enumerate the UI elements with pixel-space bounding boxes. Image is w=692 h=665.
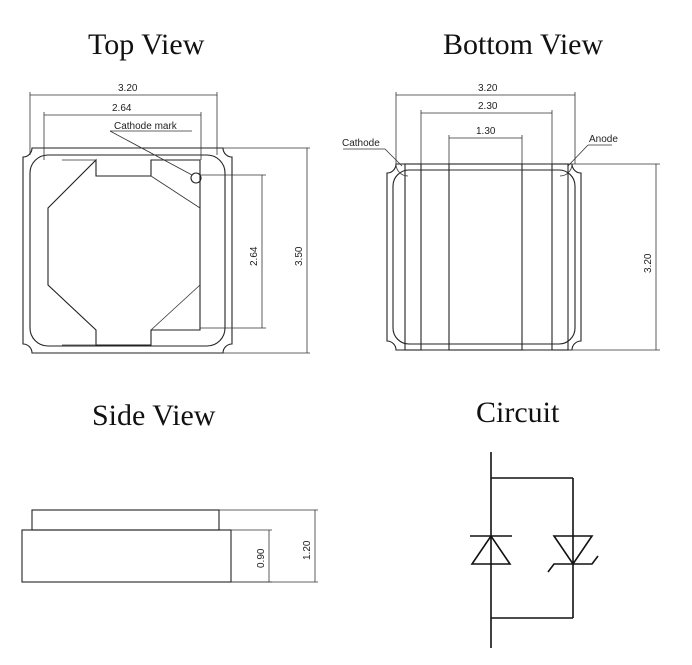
side-total-height-label: 1.20	[302, 540, 313, 560]
bottom-width-mid-label: 2.30	[478, 101, 498, 112]
top-view-drawing: 3.20 2.64 Cathode mark 2.64 3.50	[22, 83, 310, 354]
side-view-title: Side View	[92, 399, 216, 432]
top-view-title: Top View	[88, 28, 205, 61]
side-view-drawing: 0.90 1.20	[21, 509, 318, 583]
bottom-width-center-label: 1.30	[476, 126, 496, 137]
circuit-schematic	[470, 452, 599, 648]
top-height-inner-label: 2.64	[249, 246, 260, 266]
top-height-outer-label: 3.50	[294, 246, 305, 266]
bottom-width-outer-label: 3.20	[478, 83, 498, 94]
bottom-height-label: 3.20	[643, 253, 654, 273]
led-diode-symbol	[470, 534, 512, 565]
side-body-height-label: 0.90	[256, 548, 267, 568]
top-width-inner-label: 2.64	[112, 103, 132, 114]
cathode-mark-label: Cathode mark	[114, 121, 178, 132]
top-width-outer-label: 3.20	[118, 83, 138, 94]
zener-diode-symbol	[547, 535, 599, 573]
anode-label: Anode	[589, 134, 618, 145]
circuit-title: Circuit	[476, 396, 560, 429]
cathode-label: Cathode	[342, 138, 380, 149]
bottom-view-drawing: 3.20 2.30 1.30 Cathode Anode 3.20	[342, 83, 660, 351]
bottom-view-title: Bottom View	[443, 28, 604, 61]
